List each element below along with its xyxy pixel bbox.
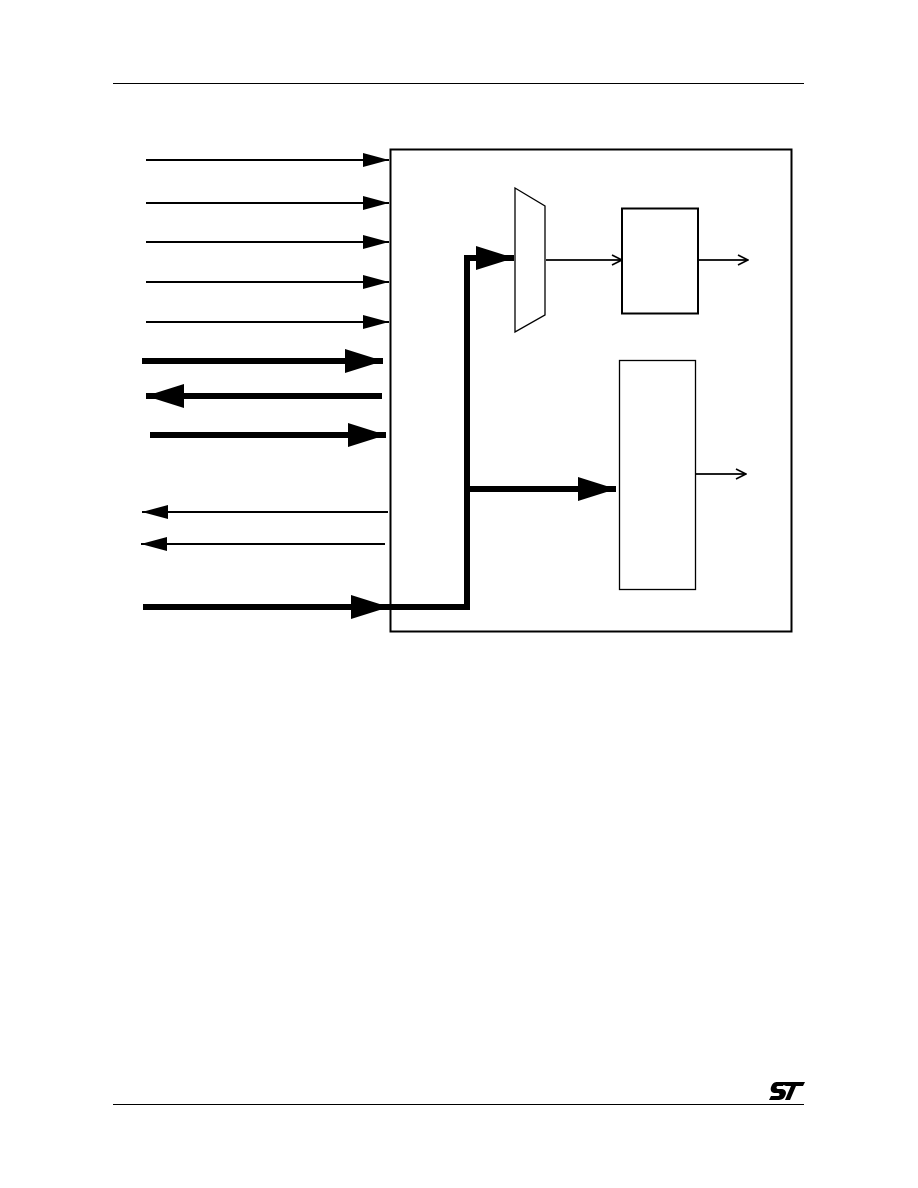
- multiplexer: [514, 186, 546, 334]
- block-diagram: [141, 148, 793, 633]
- register-block-bottom: [618, 359, 697, 591]
- footer-rule: [113, 1104, 804, 1105]
- header-rule: [113, 83, 804, 84]
- register-block-top: [621, 207, 699, 315]
- st-logo-icon: [769, 1082, 805, 1100]
- functional-block-outline: [389, 148, 793, 633]
- internal-bus-to-mux: [389, 246, 514, 610]
